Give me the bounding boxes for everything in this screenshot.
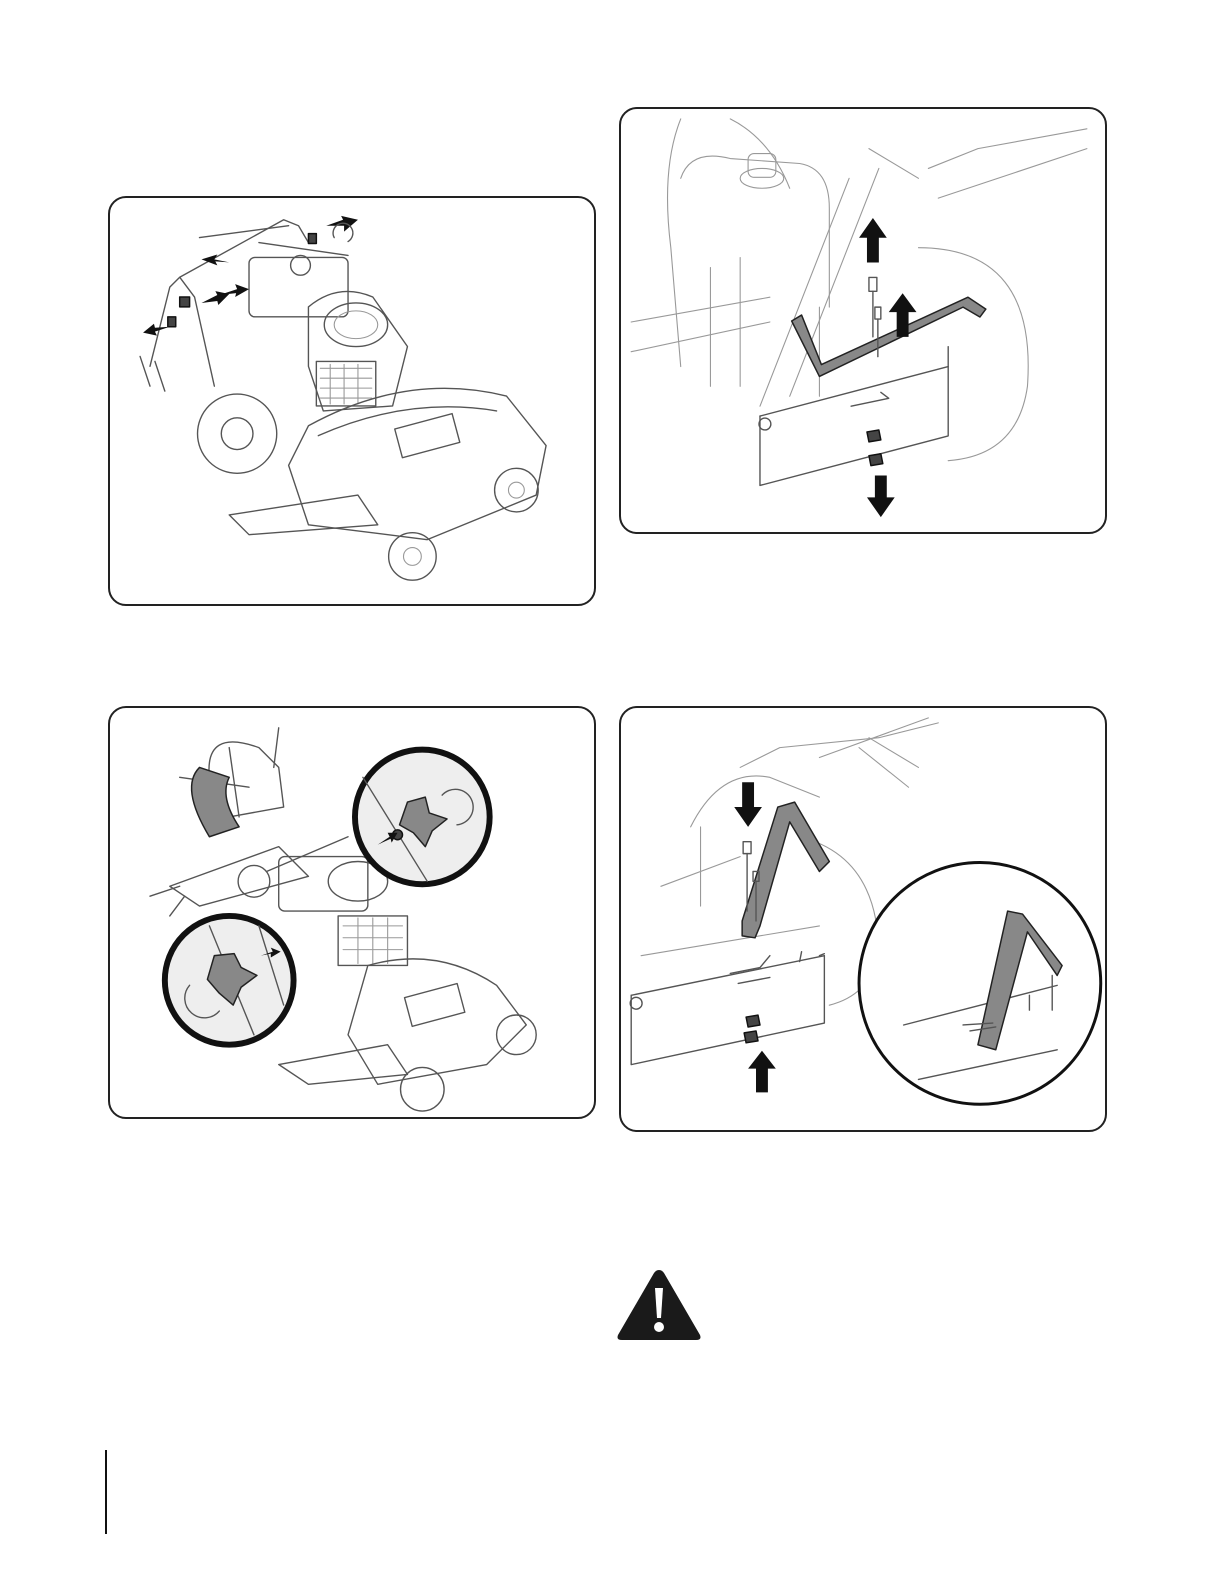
bracket-install-illustration [621, 708, 1105, 1130]
mower-handle-removal-illustration [110, 198, 594, 604]
figure-handle-hardware-overview [108, 196, 596, 606]
figure-bracket-install [619, 706, 1107, 1132]
figure-bracket-removal [619, 107, 1107, 534]
figure-knob-loosen-detail [108, 706, 596, 1119]
page-margin-rule [105, 1450, 107, 1534]
bracket-removal-illustration [621, 109, 1105, 532]
knob-loosen-illustration [110, 708, 594, 1117]
warning-triangle-icon [616, 1268, 702, 1342]
